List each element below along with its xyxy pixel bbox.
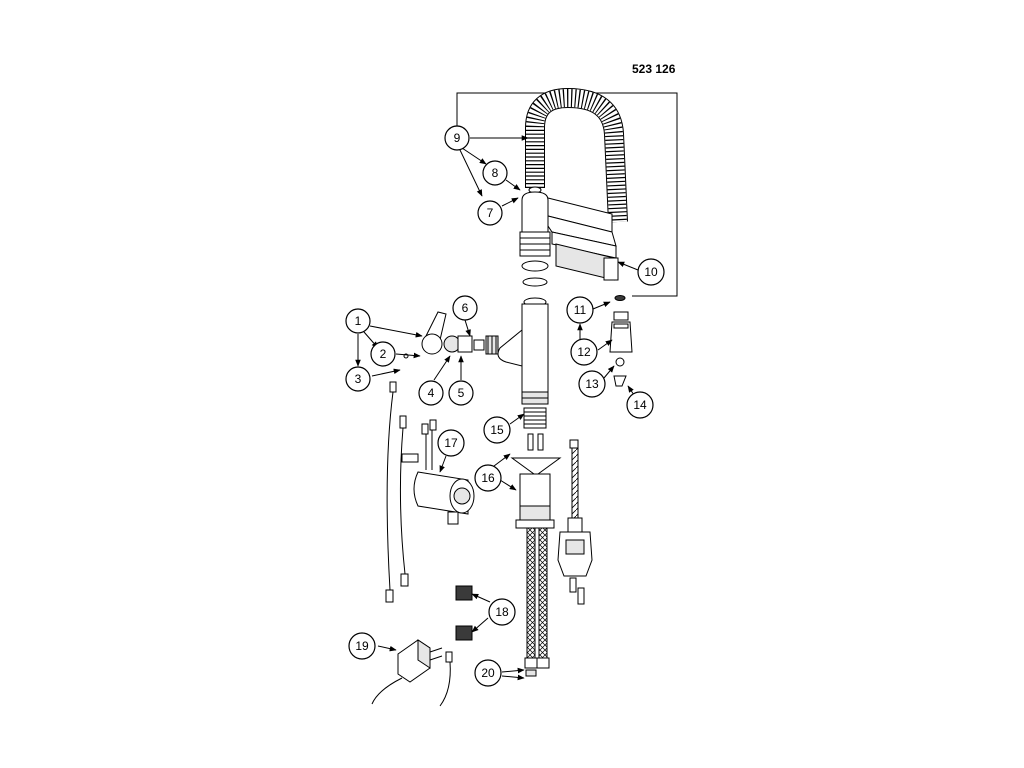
- callout-13: 13: [578, 370, 606, 398]
- callout-15-label: 15: [490, 423, 504, 437]
- callout-17: 17: [437, 429, 465, 457]
- callout-7: 7: [477, 200, 503, 226]
- adhesive-pad-1: [455, 585, 473, 601]
- callout-12: 12: [570, 338, 598, 366]
- spout-arm: [538, 195, 619, 281]
- mounting-base: [510, 433, 562, 529]
- callout-14: 14: [626, 391, 654, 419]
- threaded-shank: [523, 407, 547, 429]
- callout-5-label: 5: [458, 386, 465, 400]
- lever-handle: [403, 311, 499, 359]
- callout-19-label: 19: [355, 639, 369, 653]
- leader-lines: [355, 135, 639, 681]
- callout-4: 4: [418, 380, 444, 406]
- callout-15: 15: [483, 416, 511, 444]
- callout-8: 8: [482, 160, 508, 186]
- callout-18: 18: [488, 598, 516, 626]
- power-adapter: [371, 639, 453, 707]
- callout-2: 2: [370, 341, 396, 367]
- callout-11-label: 11: [574, 303, 587, 317]
- connection-cables: [385, 381, 409, 603]
- callout-5: 5: [448, 380, 474, 406]
- main-body: [497, 303, 549, 405]
- callout-14-label: 14: [633, 398, 647, 412]
- callout-9: 9: [444, 125, 470, 151]
- callout-19: 19: [348, 632, 376, 660]
- callout-16-label: 16: [481, 471, 495, 485]
- supply-hoses: [524, 527, 550, 677]
- spring-hose: [525, 87, 628, 223]
- callout-16: 16: [474, 464, 502, 492]
- group-bracket: [456, 92, 678, 297]
- callout-1-label: 1: [355, 314, 362, 328]
- callout-18-label: 18: [495, 605, 509, 619]
- adhesive-pad-2: [455, 625, 473, 641]
- callout-13-label: 13: [585, 377, 599, 391]
- callout-2-label: 2: [380, 347, 387, 361]
- callout-12-label: 12: [577, 345, 591, 359]
- callout-11: 11: [566, 296, 594, 324]
- callout-8-label: 8: [492, 166, 499, 180]
- callout-6: 6: [452, 295, 478, 321]
- callout-4-label: 4: [428, 386, 435, 400]
- callout-10: 10: [637, 258, 665, 286]
- callout-9-label: 9: [454, 131, 461, 145]
- shower-head: [609, 295, 633, 387]
- callout-10-label: 10: [644, 265, 658, 279]
- shower-hose-assembly: [557, 439, 593, 605]
- callout-6-label: 6: [462, 301, 469, 315]
- callout-3: 3: [345, 366, 371, 392]
- callout-20: 20: [474, 659, 502, 687]
- part-number: 523 126: [632, 62, 676, 76]
- control-unit: [401, 419, 475, 525]
- swivel-body: [519, 186, 551, 307]
- callout-3-label: 3: [355, 372, 362, 386]
- callout-17-label: 17: [444, 436, 458, 450]
- callout-7-label: 7: [487, 206, 494, 220]
- callout-1: 1: [345, 308, 371, 334]
- callout-20-label: 20: [481, 666, 495, 680]
